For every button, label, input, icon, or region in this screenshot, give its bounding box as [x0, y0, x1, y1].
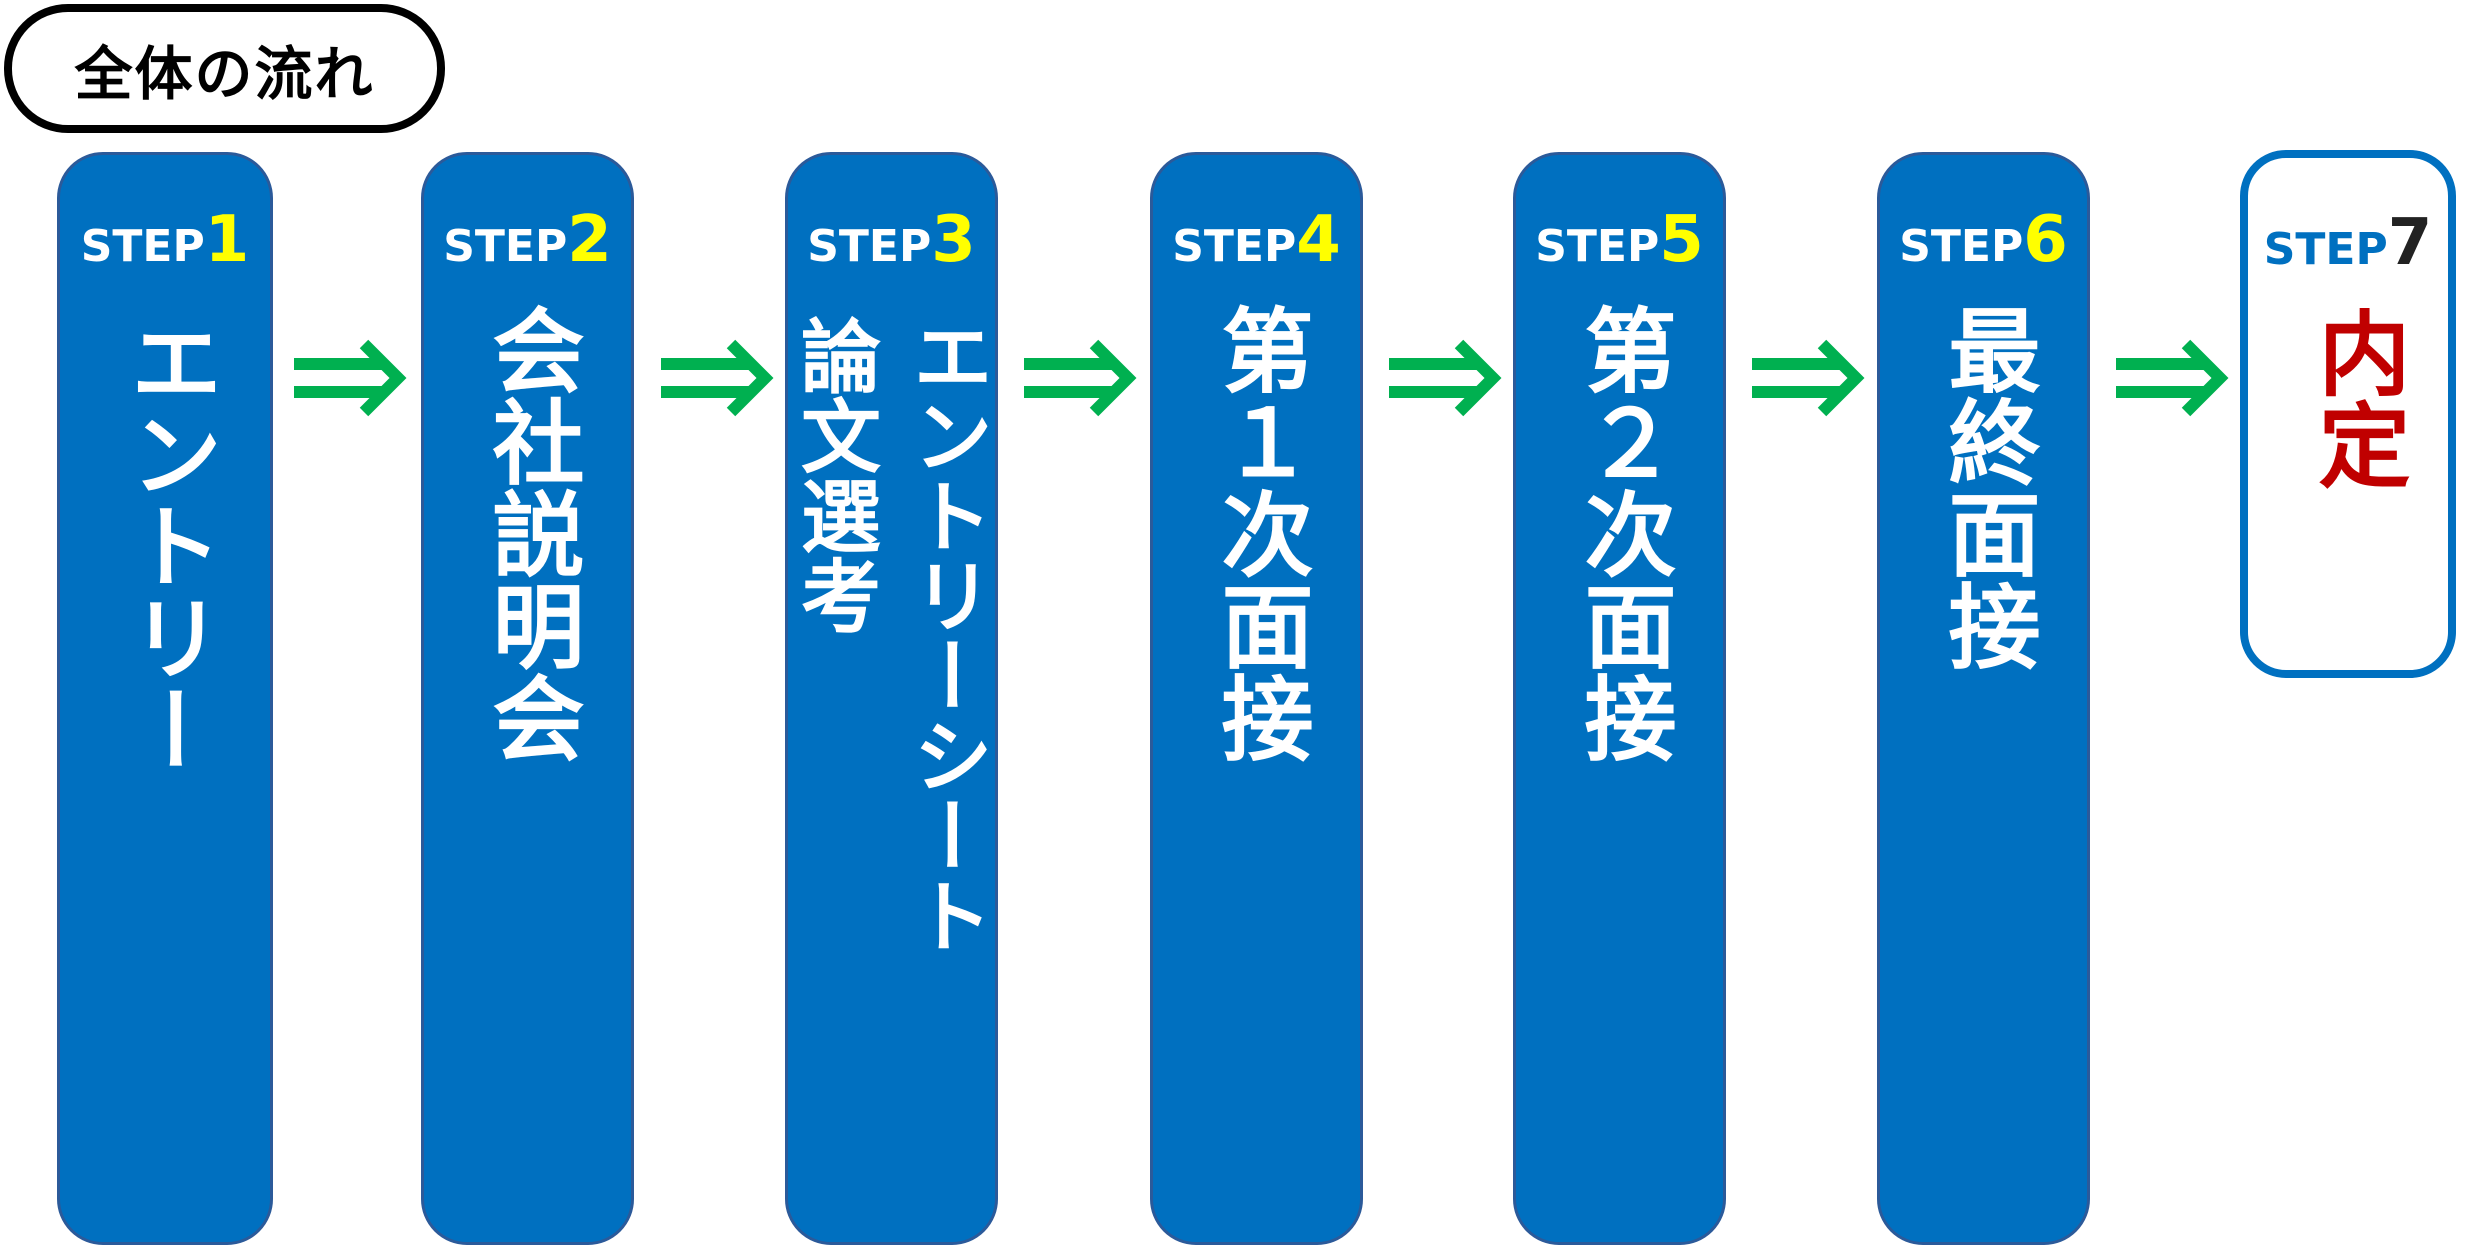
step-5-text: 第２次面接: [1569, 303, 1676, 763]
step-4-card: STEP4 第１次面接: [1150, 152, 1363, 1245]
step-2-text: 会社説明会: [477, 303, 584, 763]
step-4-label: STEP: [1172, 221, 1297, 272]
step-2-header: STEP2: [424, 203, 631, 277]
step-4-text: 第１次面接: [1206, 303, 1313, 763]
arrow-icon-6-7: [2116, 339, 2229, 417]
step-6-header: STEP6: [1880, 203, 2087, 277]
arrow-icon-3-4: [1024, 339, 1137, 417]
step-1-header: STEP1: [60, 203, 270, 277]
step-7-text: 内定: [2303, 306, 2410, 490]
step-4-header: STEP4: [1153, 203, 1360, 277]
step-2-card: STEP2 会社説明会: [421, 152, 634, 1245]
step-6-label: STEP: [1899, 221, 2024, 272]
step-3-number: 3: [931, 203, 976, 277]
step-3-card: STEP3 エントリーシート 論文選考: [785, 152, 998, 1245]
step-7-label: STEP: [2263, 224, 2388, 275]
step-3-text: エントリーシート: [900, 315, 993, 955]
step-4-number: 4: [1296, 203, 1341, 277]
step-1-text: エントリー: [115, 315, 222, 775]
step-2-label: STEP: [443, 221, 568, 272]
flow-title-badge: 全体の流れ: [4, 4, 445, 133]
step-1-number: 1: [204, 203, 250, 277]
arrow-icon-5-6: [1752, 339, 1865, 417]
flow-title: 全体の流れ: [74, 39, 375, 108]
step-5-number: 5: [1659, 203, 1704, 277]
step-6-text: 最終面接: [1933, 303, 2040, 671]
step-6-number: 6: [2023, 203, 2068, 277]
step-5-card: STEP5 第２次面接: [1513, 152, 1726, 1245]
step-7-number: 7: [2387, 206, 2433, 280]
step-1-label: STEP: [80, 221, 205, 272]
step-6-card: STEP6 最終面接: [1877, 152, 2090, 1245]
step-5-label: STEP: [1535, 221, 1660, 272]
step-3-text-2: 論文選考: [788, 315, 881, 635]
step-7-card: STEP7 内定: [2240, 150, 2456, 678]
step-3-header: STEP3: [788, 203, 995, 277]
step-3-label: STEP: [807, 221, 932, 272]
step-1-card: STEP1 エントリー: [57, 152, 273, 1245]
arrow-icon-2-3: [661, 339, 774, 417]
arrow-icon-1-2: [294, 339, 407, 417]
step-2-number: 2: [567, 203, 612, 277]
arrow-icon-4-5: [1389, 339, 1502, 417]
step-5-header: STEP5: [1516, 203, 1723, 277]
step-7-header: STEP7: [2248, 206, 2448, 280]
